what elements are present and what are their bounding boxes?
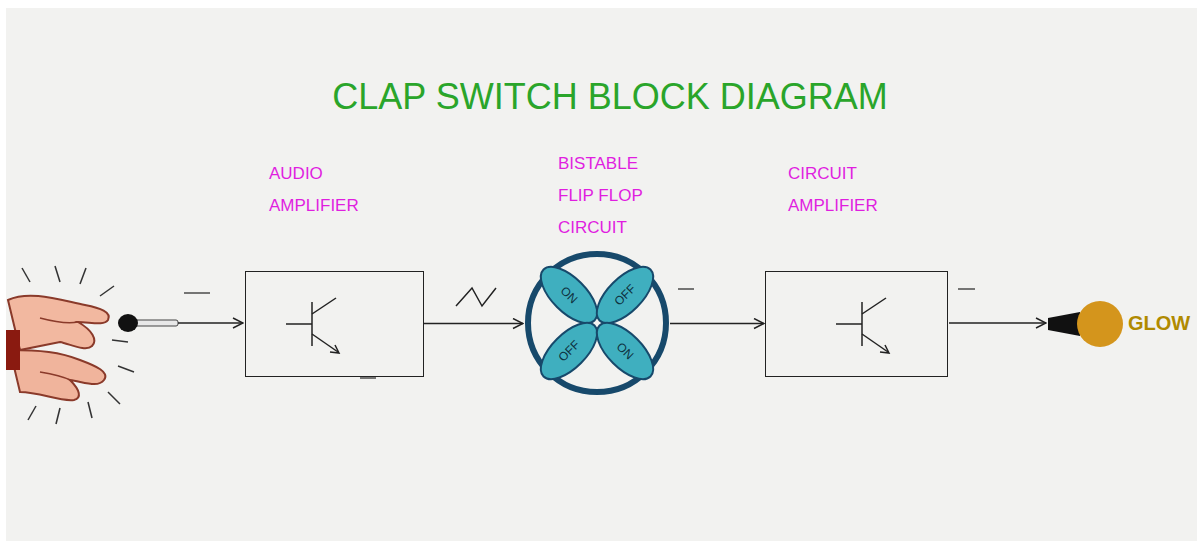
output-label: GLOW — [1128, 312, 1190, 335]
transistor-symbol — [286, 298, 339, 353]
transistor-symbol — [836, 298, 889, 353]
block-heading: BISTABLE FLIP FLOP CIRCUIT — [558, 148, 670, 244]
clapping-hands — [6, 266, 134, 424]
signal-arrow — [424, 323, 523, 325]
bulb — [1048, 301, 1123, 347]
pulse-symbol — [456, 288, 496, 306]
amplifier-box: AUDIO AMPLIFIER — [245, 271, 424, 377]
output-wire — [949, 322, 1046, 324]
diagram-title: CLAP SWITCH BLOCK DIAGRAM — [332, 76, 887, 118]
block-heading: CIRCUIT AMPLIFIER — [788, 158, 918, 222]
amplifier-box: CIRCUIT AMPLIFIER — [765, 271, 948, 377]
flip-flop-circle: BISTABLE FLIP FLOP CIRCUITONOFFOFFON — [524, 250, 670, 396]
flip-flop-outline — [524, 250, 670, 396]
signal-arrow — [670, 323, 764, 325]
block-heading: AUDIO AMPLIFIER — [269, 158, 399, 222]
input-wire — [178, 322, 243, 324]
microphone — [118, 314, 178, 332]
